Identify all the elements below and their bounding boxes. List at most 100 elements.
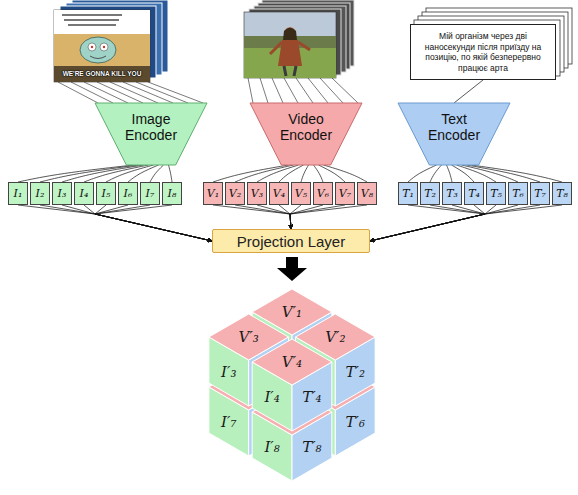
layer-label: Projection Layer <box>237 233 345 250</box>
cube-face-label: T′₂ <box>345 363 364 380</box>
meme-text-line <box>68 24 116 26</box>
arrow-shaft <box>286 257 298 268</box>
small-cube <box>252 339 332 431</box>
trapezoid <box>398 103 510 165</box>
token-label: V₄ <box>273 188 285 200</box>
cartoon-mouth <box>90 56 106 59</box>
token-box: T₆ <box>508 182 528 205</box>
fan-line <box>169 165 173 182</box>
person-arms <box>270 42 310 54</box>
merge-arrow <box>18 205 212 241</box>
embedding-cube <box>209 289 375 481</box>
merge-arrow <box>370 205 485 241</box>
fan-line <box>84 82 128 103</box>
merge-arrow <box>370 205 485 241</box>
token-box: V₈ <box>357 182 377 205</box>
cube-face-label: V′₁ <box>282 304 302 321</box>
token-box: T₁ <box>398 182 418 205</box>
merge-arrow <box>290 205 367 229</box>
token-label: I₇ <box>146 188 155 200</box>
token-box: I₃ <box>52 182 72 205</box>
person-head <box>284 27 296 39</box>
fan-line <box>136 82 188 103</box>
token-label: T₂ <box>424 188 436 200</box>
token-box: T₃ <box>442 182 462 205</box>
image-fan <box>58 82 203 103</box>
cube-face <box>252 339 332 385</box>
fan-line <box>18 165 134 182</box>
token-label: V₃ <box>251 188 263 200</box>
fan-line <box>40 165 139 182</box>
video-still <box>244 12 336 78</box>
cube-face-label: V′₄ <box>282 354 302 371</box>
fan-line <box>308 78 328 103</box>
input-link <box>454 80 483 103</box>
token-label: T₈ <box>556 188 568 200</box>
cartoon-pupil <box>103 46 105 48</box>
fan-line <box>235 165 294 182</box>
token-label: V₆ <box>317 188 329 200</box>
token-box: V₁ <box>203 182 223 205</box>
cartoon-head <box>80 37 116 63</box>
token-label: T₇ <box>534 188 546 200</box>
token-label: I₃ <box>58 188 67 200</box>
trapezoid <box>250 103 362 165</box>
token-label: I₆ <box>124 188 133 200</box>
token-box: V₆ <box>313 182 333 205</box>
token-label: T₆ <box>512 188 524 200</box>
merge-arrow <box>290 205 323 229</box>
token-label: V₂ <box>229 188 241 200</box>
token-box: I₄ <box>74 182 94 205</box>
fan-line <box>257 165 299 182</box>
video-fan <box>248 78 358 103</box>
encoder-block: Video Encoder <box>250 103 362 165</box>
cube-face-label: T′₈ <box>302 438 321 455</box>
person-hair <box>283 28 297 41</box>
merge-arrow <box>290 205 301 229</box>
cube-face-label: T′₆ <box>345 413 364 430</box>
token-box: I₇ <box>140 182 160 205</box>
meme-top-panel <box>54 10 150 34</box>
trapezoid <box>95 103 207 165</box>
cube-face-label: I′₄ <box>264 388 279 405</box>
encoder-label: Image Encoder <box>114 111 188 143</box>
fan-line <box>97 82 143 103</box>
input-text-card: Мій організм через дві наносекунди після… <box>410 24 556 80</box>
token-box: V₃ <box>247 182 267 205</box>
merge-arrow <box>370 205 485 241</box>
token-label: I₁ <box>14 188 23 200</box>
cube-face-label: I′₇ <box>221 413 236 430</box>
video-stack <box>244 0 354 78</box>
token-label: T₁ <box>402 188 414 200</box>
fan-line <box>260 78 268 103</box>
fan-line <box>128 165 159 182</box>
merge-arrow <box>95 205 212 241</box>
arrow-head <box>277 268 307 281</box>
fan-line <box>106 165 154 182</box>
token-label: I₄ <box>80 188 89 200</box>
cube-face-label: V′₃ <box>239 329 259 346</box>
fan-line <box>324 165 368 182</box>
fan-line <box>284 78 298 103</box>
card-text: Мій організм через дві наносекунди після… <box>416 31 550 73</box>
merge-arrow <box>370 205 496 241</box>
projection-layer: Projection Layer <box>212 229 370 253</box>
merge-arrow <box>370 205 485 241</box>
meme-text-line <box>64 19 119 21</box>
cube-face-label: V′₂ <box>325 329 345 346</box>
merge-arrow <box>62 205 212 241</box>
encoder-label: Video Encoder <box>269 111 343 143</box>
encoder-block: Image Encoder <box>95 103 207 165</box>
fan-line <box>248 78 253 103</box>
token-label: I₈ <box>168 188 177 200</box>
token-box: I₂ <box>30 182 50 205</box>
cube-face-label: T′₄ <box>302 388 321 405</box>
merge-arrow <box>84 205 212 241</box>
fan-line <box>71 82 113 103</box>
token-label: I₅ <box>102 188 111 200</box>
token-label: V₅ <box>295 188 307 200</box>
cartoon-eye <box>100 43 108 51</box>
merge-arrow <box>279 205 291 229</box>
fan-line <box>296 78 313 103</box>
cube-face-label: I′₈ <box>264 438 279 455</box>
